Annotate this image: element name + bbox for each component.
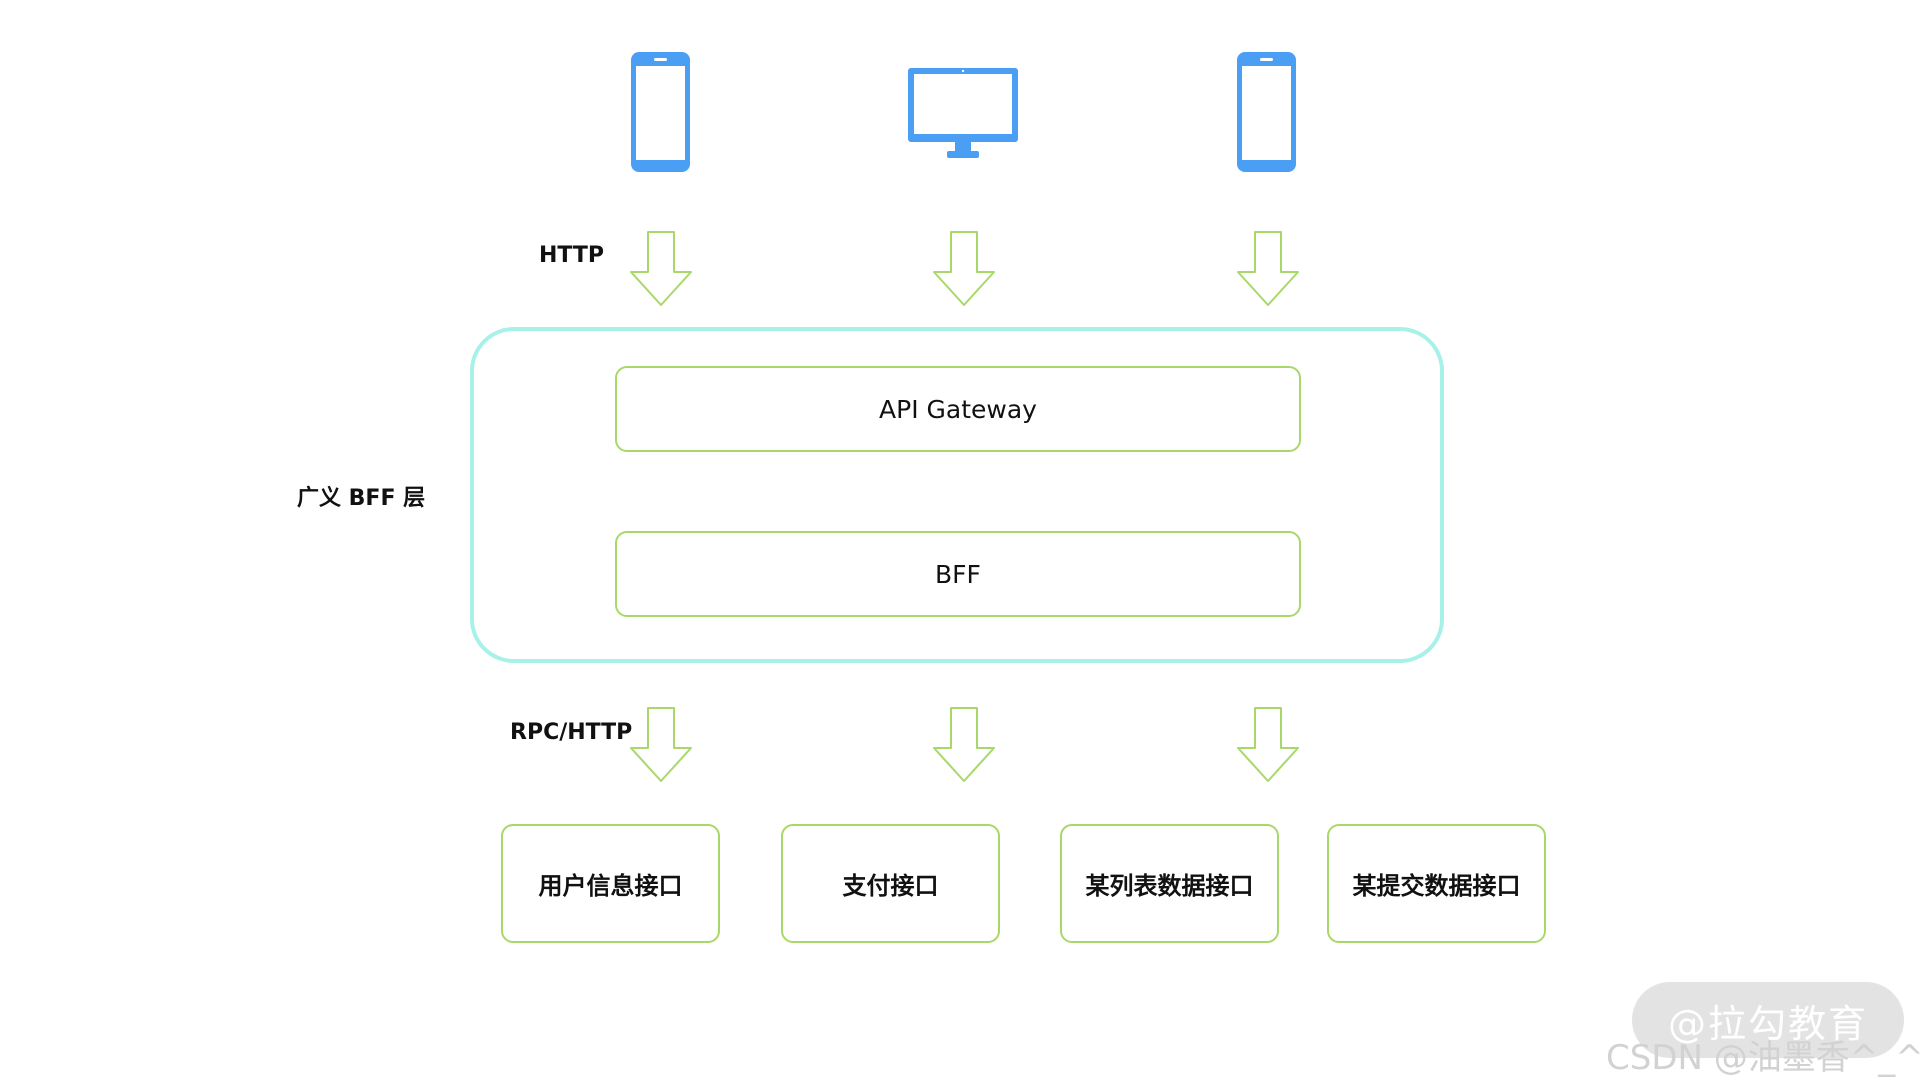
down-arrow-icon <box>630 707 692 782</box>
phone-icon <box>631 52 690 172</box>
service-box-submit-data: 某提交数据接口 <box>1327 824 1546 943</box>
desktop-monitor-icon <box>908 68 1018 158</box>
down-arrow-icon <box>933 707 995 782</box>
rpc-http-label: RPC/HTTP <box>510 720 633 745</box>
bff-box: BFF <box>615 531 1301 617</box>
service-box-user-info: 用户信息接口 <box>501 824 720 943</box>
bff-layer-container <box>470 327 1444 663</box>
service-box-list-data: 某列表数据接口 <box>1060 824 1279 943</box>
down-arrow-icon <box>933 231 995 306</box>
http-label: HTTP <box>539 243 605 268</box>
lagou-watermark: @拉勾教育 <box>1632 982 1904 1058</box>
down-arrow-icon <box>1237 707 1299 782</box>
bff-layer-label: 广义 BFF 层 <box>297 486 426 511</box>
service-box-payment: 支付接口 <box>781 824 1000 943</box>
phone-icon <box>1237 52 1296 172</box>
down-arrow-icon <box>1237 231 1299 306</box>
down-arrow-icon <box>630 231 692 306</box>
csdn-watermark: CSDN @油墨香^_^ <box>1606 1038 1920 1078</box>
api-gateway-box: API Gateway <box>615 366 1301 452</box>
